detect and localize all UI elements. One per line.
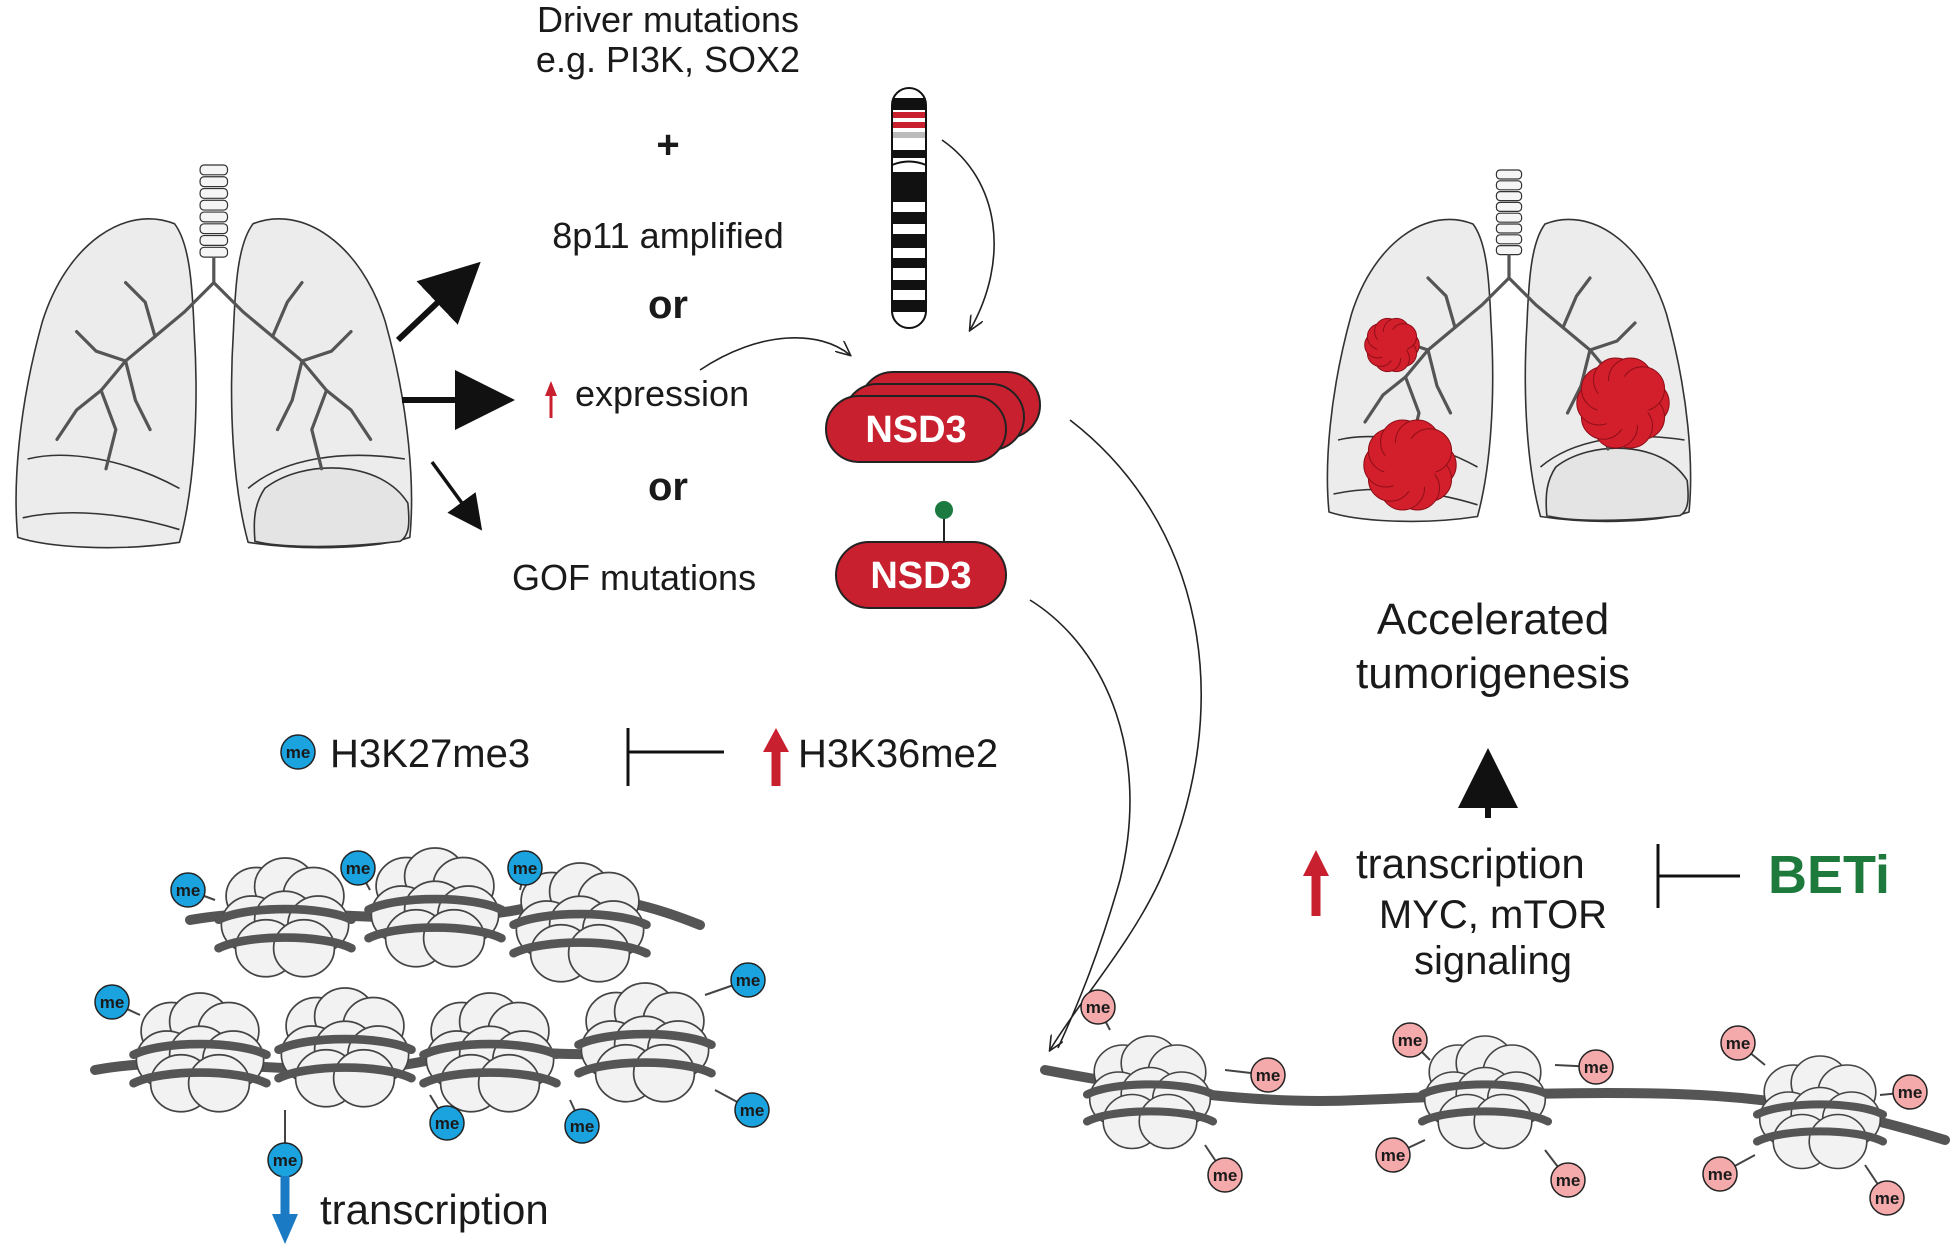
down-transcription-label: transcription bbox=[320, 1186, 549, 1233]
methyl-mark-icon: me bbox=[340, 850, 376, 891]
amplified-label: 8p11 amplified bbox=[552, 215, 784, 256]
nucleosome-icon bbox=[214, 857, 356, 978]
arrow-expression-to-nsd3 bbox=[699, 337, 850, 371]
nucleosome-icon bbox=[574, 982, 716, 1103]
up-transcription-label: transcription bbox=[1356, 840, 1585, 887]
svg-text:me: me bbox=[1898, 1083, 1923, 1102]
methyl-mark-icon: me bbox=[1554, 1049, 1614, 1085]
nucleosome-icon bbox=[419, 992, 561, 1113]
h3k36me2-label: H3K36me2 bbox=[798, 732, 998, 776]
methyl-mark-icon: me bbox=[1544, 1149, 1586, 1198]
me-badge-legend: me bbox=[280, 734, 316, 770]
tumor-icon bbox=[1576, 357, 1670, 449]
compact-chromatin: me me me me me me me me me bbox=[90, 847, 770, 1178]
nucleosome-icon bbox=[129, 992, 271, 1113]
svg-text:me: me bbox=[1726, 1034, 1751, 1053]
methyl-mark-icon: me bbox=[564, 1099, 600, 1144]
methyl-mark-icon: me bbox=[1392, 1022, 1431, 1061]
lung-icon bbox=[15, 164, 413, 549]
chromosome-icon bbox=[891, 87, 927, 329]
svg-text:me: me bbox=[513, 859, 538, 878]
arrow-up-icon bbox=[545, 381, 557, 418]
svg-text:me: me bbox=[1381, 1146, 1406, 1165]
methyl-mark-icon: me bbox=[1879, 1074, 1928, 1110]
methyl-mark-icon: me bbox=[1375, 1137, 1426, 1173]
svg-text:me: me bbox=[1584, 1058, 1609, 1077]
arrow-to-amplified bbox=[395, 261, 481, 343]
svg-text:me: me bbox=[1256, 1066, 1281, 1085]
svg-text:me: me bbox=[273, 1151, 298, 1170]
nucleosome-icon bbox=[364, 847, 506, 968]
methyl-mark-icon: me bbox=[507, 850, 543, 891]
or-label-2: or bbox=[648, 465, 688, 509]
methyl-mark-icon: me bbox=[429, 1094, 465, 1141]
svg-text:me: me bbox=[1398, 1031, 1423, 1050]
svg-text:me: me bbox=[1086, 998, 1111, 1017]
arrow-chromosome-to-nsd3 bbox=[941, 139, 995, 330]
tumors bbox=[1363, 317, 1670, 511]
svg-text:me: me bbox=[736, 971, 761, 990]
methyl-mark-icon: me bbox=[170, 872, 216, 908]
nsd3-label-stack: NSD3 bbox=[865, 409, 966, 451]
plus-sign: + bbox=[656, 123, 679, 167]
arrow-up-icon bbox=[1303, 850, 1329, 916]
or-label-1: or bbox=[648, 283, 688, 327]
svg-text:me: me bbox=[1213, 1166, 1238, 1185]
svg-text:me: me bbox=[346, 859, 371, 878]
nsd3-amplified-stack: NSD3 bbox=[825, 371, 1041, 463]
targets-label: MYC, mTOR bbox=[1379, 893, 1607, 937]
arrow-down-icon bbox=[272, 1176, 298, 1244]
svg-text:me: me bbox=[435, 1114, 460, 1133]
mutation-pin-icon bbox=[935, 501, 953, 519]
methyl-mark-icon: me bbox=[1224, 1057, 1286, 1093]
tumorigenesis-label: tumorigenesis bbox=[1356, 649, 1630, 698]
arrow-nsd3-to-chromatin-2 bbox=[1029, 599, 1131, 1049]
svg-text:me: me bbox=[1875, 1189, 1900, 1208]
methyl-mark-icon: me bbox=[1702, 1154, 1756, 1192]
nsd3-label-gof: NSD3 bbox=[870, 555, 971, 597]
svg-text:me: me bbox=[176, 881, 201, 900]
beti-label: BETi bbox=[1768, 845, 1890, 905]
svg-text:me: me bbox=[100, 993, 125, 1012]
nucleosome-icon bbox=[509, 862, 651, 983]
methyl-mark-icon: me bbox=[94, 984, 141, 1020]
nucleosome-icon bbox=[1082, 1035, 1218, 1150]
methyl-mark-icon: me bbox=[1080, 989, 1116, 1031]
arrow-up-icon bbox=[763, 728, 789, 786]
methyl-mark-icon: me bbox=[704, 962, 766, 998]
gof-mutations-label: GOF mutations bbox=[512, 557, 756, 598]
open-chromatin: me me me me me me me me me me me bbox=[1040, 989, 1950, 1216]
nsd3-gof-protein: NSD3 bbox=[835, 501, 1007, 609]
expression-label: expression bbox=[575, 373, 749, 414]
h3k27me3-label: H3K27me3 bbox=[330, 732, 530, 776]
svg-text:me: me bbox=[286, 743, 311, 762]
nucleosome-icon bbox=[1752, 1055, 1888, 1170]
driver-mutations-label: Driver mutations bbox=[537, 0, 799, 40]
inhibition-bar-icon bbox=[626, 728, 724, 786]
svg-text:me: me bbox=[570, 1117, 595, 1136]
accelerated-label: Accelerated bbox=[1377, 595, 1609, 644]
svg-text:me: me bbox=[1556, 1171, 1581, 1190]
methyl-mark-icon: me bbox=[1864, 1164, 1905, 1216]
arrow-nsd3-to-chromatin-1 bbox=[1050, 419, 1202, 1050]
signaling-label: signaling bbox=[1414, 939, 1572, 983]
tumor-icon bbox=[1364, 317, 1420, 373]
nucleosome-icon bbox=[1417, 1035, 1553, 1150]
nucleosome-icon bbox=[274, 987, 416, 1108]
methyl-mark-icon: me bbox=[267, 1110, 303, 1178]
methyl-mark-icon: me bbox=[1204, 1144, 1243, 1193]
tumor-icon bbox=[1363, 419, 1457, 511]
fan-arrows bbox=[395, 261, 515, 531]
svg-text:me: me bbox=[1708, 1165, 1733, 1184]
driver-examples-label: e.g. PI3K, SOX2 bbox=[536, 39, 800, 80]
inhibition-bar-icon bbox=[1656, 844, 1740, 908]
methyl-mark-icon: me bbox=[1720, 1025, 1766, 1066]
arrow-to-gof bbox=[430, 460, 483, 531]
svg-text:me: me bbox=[740, 1101, 765, 1120]
methyl-mark-icon: me bbox=[714, 1089, 770, 1128]
